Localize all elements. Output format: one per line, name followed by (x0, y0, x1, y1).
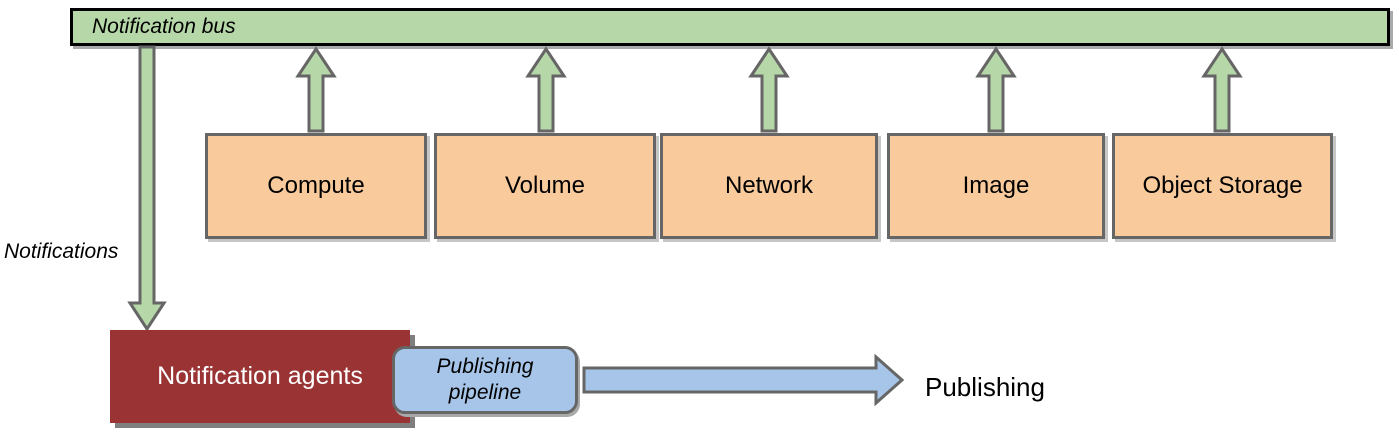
up-arrow-image (975, 46, 1017, 133)
publishing-pipeline-box: Publishing pipeline (392, 346, 578, 414)
service-label-network: Network (724, 172, 814, 199)
notifications-annotation: Notifications (4, 240, 119, 263)
notification-agents-box: Notification agents (110, 330, 410, 423)
service-box-network: Network (660, 133, 878, 239)
down-arrow-notifications (127, 45, 167, 332)
service-label-compute: Compute (267, 172, 365, 199)
publishing-pipeline-label: Publishing pipeline (436, 354, 534, 404)
service-box-volume: Volume (434, 133, 656, 239)
notification-agents-label: Notification agents (157, 362, 363, 390)
up-arrow-object-storage (1201, 46, 1243, 133)
notification-bus-label: Notification bus (92, 15, 236, 38)
service-box-compute: Compute (205, 133, 427, 239)
notification-bus-bar: Notification bus (70, 8, 1390, 46)
right-arrow-publishing (582, 353, 905, 407)
service-box-image: Image (887, 133, 1105, 239)
service-label-image: Image (962, 172, 1030, 199)
service-label-volume: Volume (504, 172, 586, 199)
service-box-object-storage: Object Storage (1112, 133, 1333, 239)
up-arrow-compute (295, 46, 337, 133)
up-arrow-volume (525, 46, 567, 133)
up-arrow-network (748, 46, 790, 133)
service-label-object-storage: Object Storage (1142, 172, 1303, 199)
publishing-annotation: Publishing (925, 371, 1045, 402)
